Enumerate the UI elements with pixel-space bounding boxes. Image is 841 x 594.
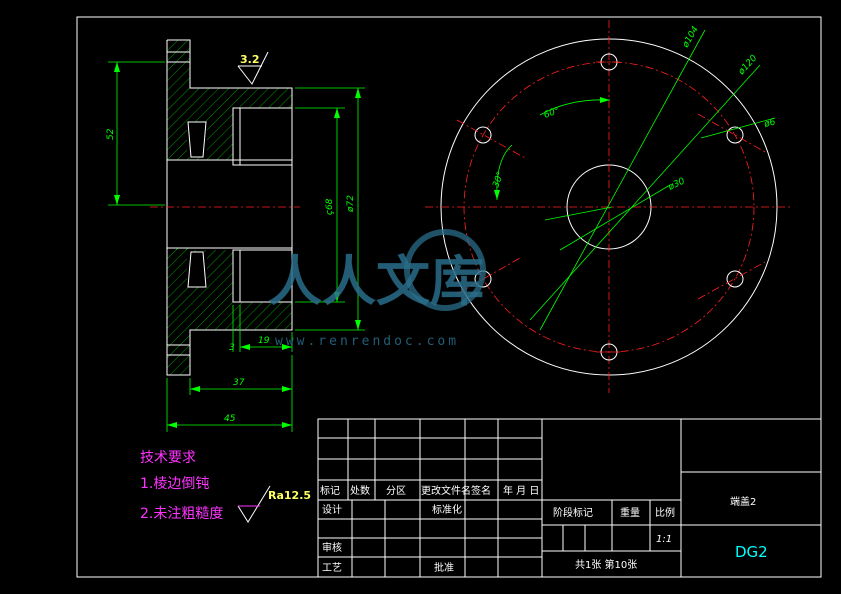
roughness-ra-label: Ra12.5 xyxy=(268,489,311,502)
tb-weight: 重量 xyxy=(620,506,640,519)
angle-60: 60° xyxy=(543,106,561,121)
watermark-url: www.renrendoc.com xyxy=(275,334,459,349)
tb-review: 审核 xyxy=(322,541,342,554)
tb-scale-value: 1:1 xyxy=(656,534,672,545)
tb-approve: 批准 xyxy=(434,561,454,574)
watermark-logo-icon xyxy=(404,229,486,311)
tb-part-code: DG2 xyxy=(735,543,768,561)
tb-part-name: 端盖2 xyxy=(730,495,756,508)
title-block: 标记 处数 分区 更改文件名 签名 年 月 日 设计 标准化 审核 工艺 批准 … xyxy=(317,418,822,578)
tb-sheets: 共1张 第10张 xyxy=(575,558,637,571)
dim-30: ø30 xyxy=(666,176,687,193)
tech-req-title: 技术要求 xyxy=(140,450,196,466)
dim-19: 19 xyxy=(258,336,270,346)
dim-104: ø104 xyxy=(680,25,701,51)
tb-header-mark: 标记 xyxy=(320,485,340,497)
tb-stage: 阶段标记 xyxy=(553,506,593,519)
tb-scale-label: 比例 xyxy=(655,506,675,519)
tb-header-zone: 分区 xyxy=(386,485,406,497)
tb-design: 设计 xyxy=(322,503,342,516)
tech-requirements: 技术要求 1.棱边倒钝 2.未注粗糙度 Ra12.5 xyxy=(140,450,311,523)
tb-process: 工艺 xyxy=(322,562,342,574)
dim-68: ç68 xyxy=(325,198,335,215)
tb-standard: 标准化 xyxy=(432,503,462,516)
roughness-top-label: 3.2 xyxy=(240,53,260,66)
dim-72: ø72 xyxy=(346,195,356,213)
watermark-brand: 人人文库 xyxy=(268,249,484,313)
dim-120: ø120 xyxy=(736,53,759,77)
tb-header-sign: 签名 xyxy=(471,484,491,497)
dim-37: 37 xyxy=(233,378,245,388)
tb-header-docno: 更改文件名 xyxy=(421,484,471,497)
dim-45: 45 xyxy=(224,414,236,424)
side-section-view: 3.2 52 ç68 ø72 19 3 xyxy=(106,39,365,432)
tb-header-count: 处数 xyxy=(350,484,370,497)
angle-30: 30° xyxy=(491,171,506,189)
dim-52: 52 xyxy=(106,128,116,140)
tb-header-date: 年 月 日 xyxy=(503,484,539,497)
hatch-upper xyxy=(167,40,292,250)
svg-text:3: 3 xyxy=(229,343,235,353)
watermark: 人人文库 www.renrendoc.com xyxy=(268,229,486,349)
tech-req-item-1: 1.棱边倒钝 xyxy=(140,476,209,492)
front-view: ø104 ø120 ø6 ø30 60° 30° xyxy=(425,20,793,393)
tech-req-item-2: 2.未注粗糙度 xyxy=(140,506,223,522)
dim-6: ø6 xyxy=(762,117,777,130)
